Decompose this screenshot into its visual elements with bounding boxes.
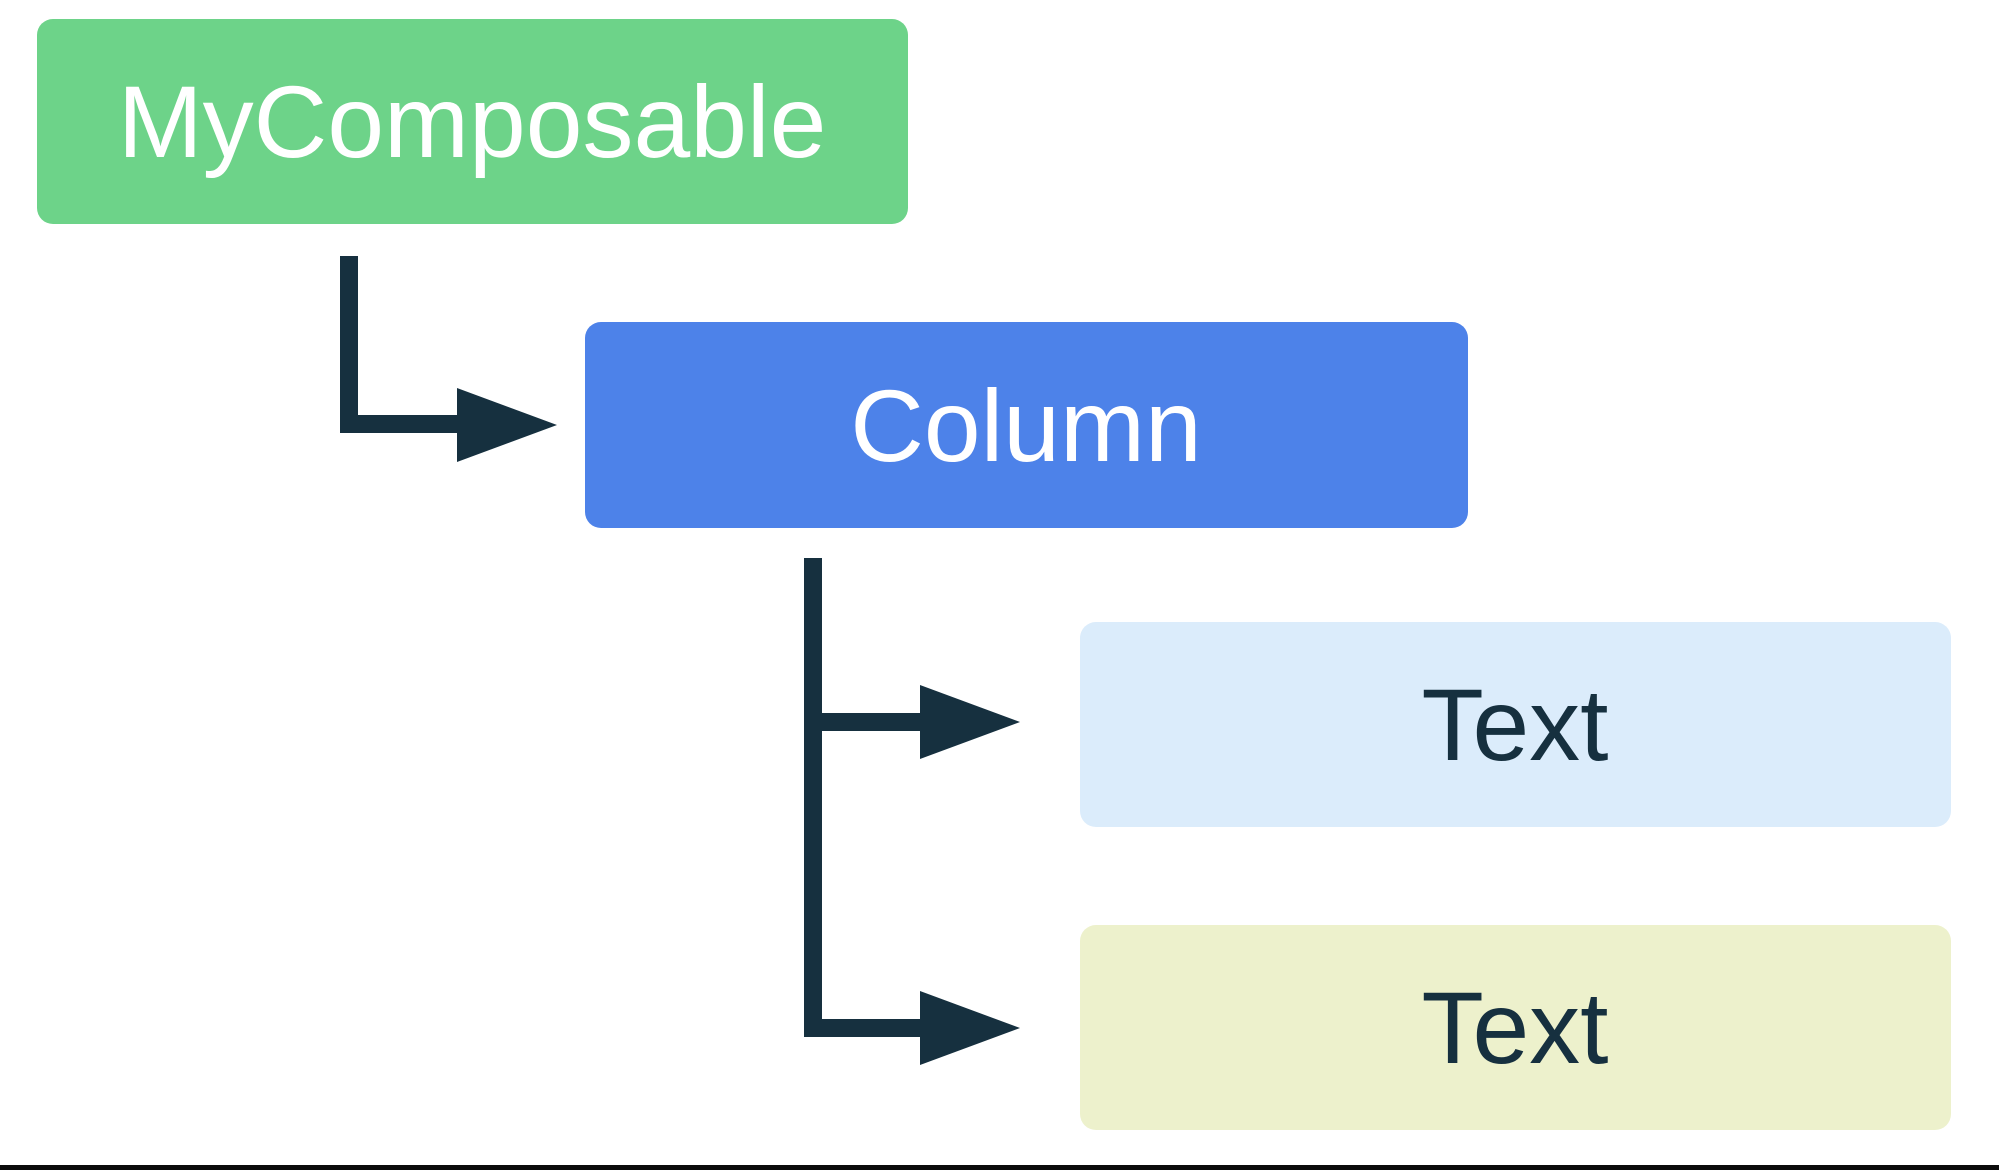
node-text-2: Text (1080, 925, 1951, 1130)
node-column-label: Column (850, 369, 1201, 483)
node-text-1-label: Text (1421, 668, 1608, 782)
node-column-box (585, 322, 1468, 528)
node-text-1: Text (1080, 622, 1951, 827)
edge-column-to-text-1 (804, 685, 1020, 759)
connector-elbow-mycomposable-column (340, 256, 457, 433)
node-text-2-label: Text (1421, 971, 1608, 1085)
connector-elbow-text-2 (804, 558, 920, 1037)
arrowhead-icon (457, 388, 557, 462)
bottom-rule (0, 1165, 1999, 1170)
arrowhead-icon (920, 685, 1020, 759)
node-mycomposable-label: MyComposable (118, 65, 827, 179)
node-mycomposable-box (37, 19, 908, 224)
node-column: Column (585, 322, 1468, 528)
node-text-2-box (1080, 925, 1951, 1130)
node-mycomposable: MyComposable (37, 19, 908, 224)
arrowhead-icon (920, 991, 1020, 1065)
edge-column-to-text-2 (804, 558, 1020, 1065)
edge-mycomposable-to-column (340, 256, 557, 462)
node-text-1-box (1080, 622, 1951, 827)
